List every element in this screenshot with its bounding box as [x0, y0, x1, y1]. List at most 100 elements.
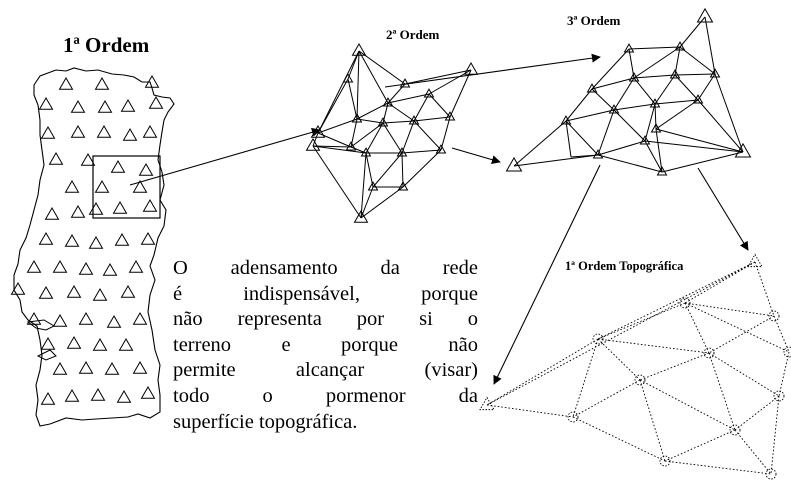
network-link [513, 120, 567, 167]
topographic-link [664, 429, 736, 462]
topographic-link [684, 261, 756, 304]
network-link [591, 48, 630, 90]
station-triangle [78, 261, 94, 275]
station-triangle [26, 311, 42, 325]
network-link [365, 122, 384, 154]
topographic-link [572, 338, 599, 418]
station-triangle [118, 337, 134, 351]
station-triangle [692, 94, 704, 104]
network-link [591, 88, 615, 111]
station-triangle [106, 314, 122, 328]
station-circle [634, 374, 646, 386]
network-link [312, 145, 362, 219]
network-link [565, 120, 572, 158]
station-triangle [78, 311, 94, 325]
topographic-link [639, 352, 710, 381]
network-link [317, 118, 358, 134]
network-link [613, 103, 656, 111]
network-link [661, 151, 744, 173]
station-triangle [463, 61, 479, 75]
arrow-second-to-third-lower [451, 147, 501, 165]
zoom-box [92, 155, 161, 219]
station-circle [773, 390, 785, 402]
station-triangle [367, 181, 379, 191]
network-link [565, 109, 615, 122]
topographic-link [754, 261, 775, 317]
network-link [570, 154, 599, 158]
station-triangle [80, 152, 96, 166]
network-link [674, 74, 699, 101]
network-link [655, 99, 699, 130]
station-triangle [88, 201, 104, 215]
network-link [633, 46, 681, 79]
station-triangle [132, 311, 148, 325]
station-triangle [360, 147, 372, 157]
station-triangle [38, 285, 54, 299]
topographic-link [597, 338, 710, 354]
station-triangle [104, 361, 120, 375]
arrow-third-to-topo-right [697, 167, 749, 251]
network-link [350, 122, 384, 148]
station-triangle [382, 97, 394, 107]
network-link [360, 186, 374, 219]
topographic-link [572, 416, 666, 462]
network-link [402, 149, 442, 188]
station-triangle [78, 360, 94, 374]
station-triangle [70, 204, 86, 218]
station-triangle [92, 287, 108, 301]
network-link [312, 145, 352, 148]
network-link [449, 69, 472, 118]
network-link [360, 152, 367, 219]
station-triangle [88, 235, 104, 249]
network-link [413, 116, 451, 122]
caption-line: O adensamento da rede [173, 257, 478, 279]
portugal-map-outline [13, 67, 175, 427]
station-triangle [48, 151, 64, 165]
station-circle [703, 347, 715, 359]
network-link [654, 74, 676, 105]
network-link [440, 116, 451, 151]
network-link [628, 48, 635, 79]
network-link [317, 50, 360, 134]
station-triangle [102, 262, 118, 276]
network-link [401, 120, 415, 154]
network-link [697, 99, 744, 153]
station-triangle [38, 231, 54, 245]
arrow-third-to-topo-left [493, 164, 601, 385]
first-order-stations [10, 74, 164, 405]
station-triangle [592, 149, 604, 159]
station-triangle [92, 337, 108, 351]
station-triangle [148, 95, 164, 109]
network-link [654, 99, 699, 105]
network-link [347, 78, 358, 120]
topographic-link [597, 338, 641, 381]
network-link [613, 77, 635, 111]
caption-line: é indispensável, porque [173, 282, 478, 305]
station-triangle [734, 142, 752, 158]
station-triangle [110, 159, 126, 173]
network-link [356, 50, 360, 120]
station-triangle [628, 72, 640, 82]
third-order-stations [505, 7, 752, 176]
station-triangle [116, 389, 132, 403]
topographic-link [708, 315, 775, 354]
station-triangle [674, 41, 686, 51]
network-link [387, 93, 430, 104]
station-triangle [586, 83, 598, 93]
first-order-title: 1ª Ordem [63, 33, 150, 57]
network-link [382, 122, 403, 154]
topographic-link [770, 395, 780, 475]
station-circle [768, 310, 780, 322]
station-triangle [97, 99, 113, 113]
topographic-stations [479, 253, 791, 480]
network-link [401, 149, 442, 154]
station-triangle [96, 124, 112, 138]
station-triangle [399, 78, 411, 88]
third-order-title: 3ª Ordem [567, 13, 621, 28]
station-triangle [305, 137, 321, 151]
caption-line: terreno e porque não [173, 333, 478, 356]
network-link [633, 77, 656, 105]
station-triangle [408, 115, 420, 125]
station-triangle [138, 162, 154, 176]
